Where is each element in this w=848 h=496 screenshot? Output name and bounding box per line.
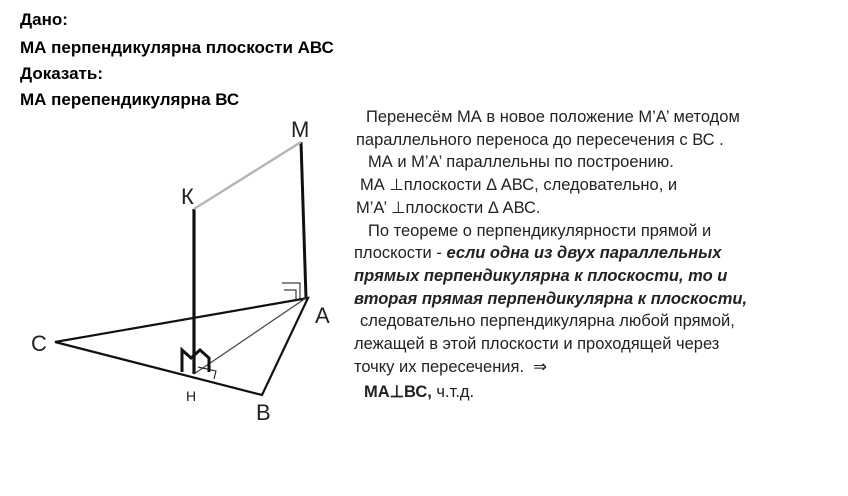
prove-heading: Доказать: xyxy=(20,64,103,83)
proof-line-12-text: точку их пересечения. xyxy=(354,357,525,376)
prove-statement: МА перепендикулярна ВС xyxy=(20,90,240,109)
proof-line-12: точку их пересечения. ⇒ xyxy=(352,356,832,379)
vertex-label-b: B xyxy=(256,400,271,425)
proof-text: Перенесём МА в новое положение М’А’ мето… xyxy=(352,106,832,404)
proof-line-4: МА ⊥плоскости Δ АВС, следовательно, и xyxy=(360,176,678,195)
proof-line-3: МА и М’А’ параллельны по построению. xyxy=(368,153,674,172)
vertex-label-c: C xyxy=(31,331,47,356)
triangle-abc xyxy=(54,296,310,397)
right-angle-mark-a-inner xyxy=(284,289,297,300)
theorem-statement-part-2: прямых перпендикулярна к плоскости, то и xyxy=(354,266,728,285)
right-angle-mark-a xyxy=(282,282,301,300)
vertex-label-h: H xyxy=(186,388,196,404)
proof-line-7: плоскости - если одна из двух параллельн… xyxy=(352,242,832,265)
given-condition: МА перпендикулярна плоскости АВС xyxy=(20,38,334,57)
proof-line-7-plain: плоскости - xyxy=(354,244,447,263)
right-angle-mark-h xyxy=(197,366,217,380)
vertex-label-a: A xyxy=(315,303,330,328)
conclusion: МА⊥ВС, ч.т.д. xyxy=(352,381,832,404)
proof-line-2: параллельного переноса до пересечения с … xyxy=(356,130,724,149)
theorem-statement-part-3: вторая прямая перпендикулярна к плоскост… xyxy=(354,289,748,308)
proof-line-11: лежащей в этой плоскости и проходящей че… xyxy=(354,335,720,354)
segment-ma xyxy=(299,141,308,299)
given-heading: Дано: xyxy=(20,10,68,29)
proof-line-10: следовательно перпендикулярна любой прям… xyxy=(360,312,735,331)
theorem-statement-part-1: если одна из двух параллельных xyxy=(446,244,722,263)
vertex-label-m: M xyxy=(291,117,309,142)
segment-ah xyxy=(193,297,307,375)
vertex-label-k: К xyxy=(181,184,194,209)
conclusion-qed: ч.т.д. xyxy=(431,383,475,402)
perpendicular-mark-h xyxy=(180,346,211,372)
proof-line-6: По теореме о перпендикулярности прямой и xyxy=(368,221,712,240)
implies-symbol: ⇒ xyxy=(533,357,548,376)
conclusion-statement: МА⊥ВС, xyxy=(364,383,432,402)
proof-line-5: М’А’ ⊥плоскости Δ АВС. xyxy=(356,198,541,217)
proof-line-1: Перенесём МА в новое положение М’А’ мето… xyxy=(366,108,740,126)
segment-km xyxy=(193,140,302,211)
